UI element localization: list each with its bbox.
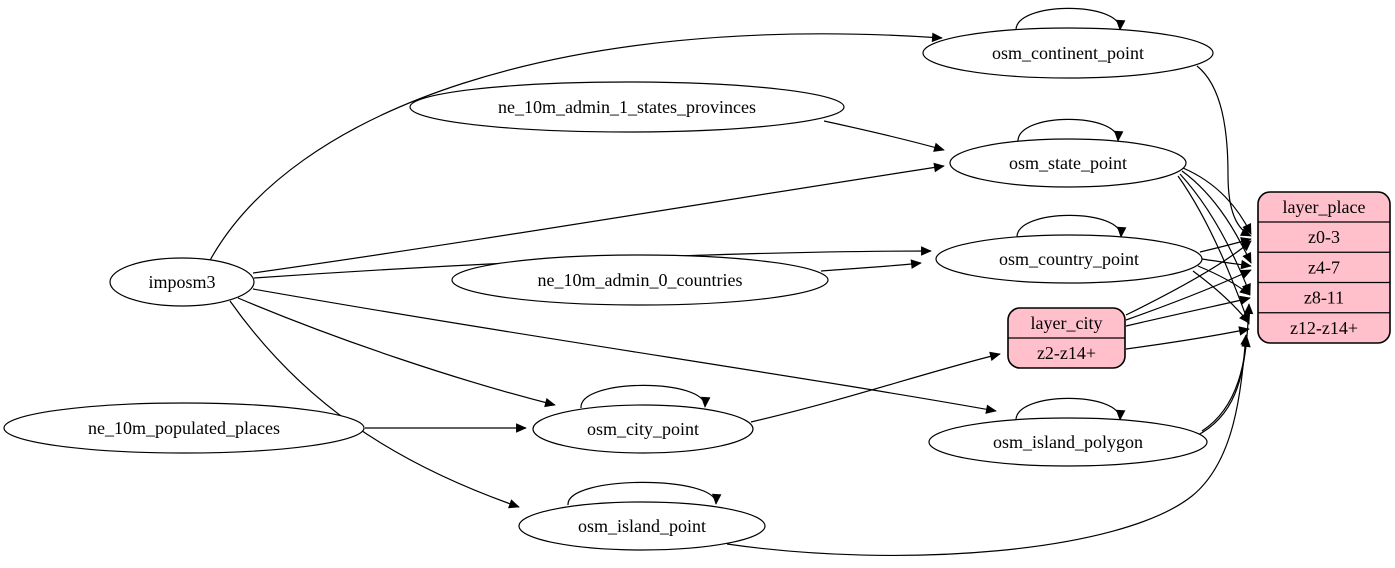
table-ellipse xyxy=(451,254,829,306)
record-title: layer_city xyxy=(1031,313,1103,333)
edge-osm_country_point-to-layer_place-z0-3 xyxy=(1199,237,1252,253)
edge-osm_island_point-to-layer_place-z12-z14+ xyxy=(726,334,1250,557)
node-ne_10m_admin_1_states_provinces: ne_10m_admin_1_states_provinces xyxy=(409,81,845,133)
table-ellipse xyxy=(928,417,1208,467)
self-loop-osm_city_point xyxy=(580,384,711,409)
edge-osm_state_point-to-layer_place-z8-11 xyxy=(1179,173,1251,295)
edge-ne_10m_admin_1_states_provinces-to-osm_state_point xyxy=(823,120,945,152)
edge-osm_continent_point-to-layer_place-z0-3 xyxy=(1196,65,1252,237)
record-row-z2-z14+: z2-z14+ xyxy=(1037,343,1096,363)
node-ne_10m_populated_places: ne_10m_populated_places xyxy=(3,402,365,454)
node-label: ne_10m_populated_places xyxy=(88,418,280,438)
table-ellipse xyxy=(935,234,1203,284)
edge-osm_city_point-to-layer_city-z2-z14+ xyxy=(750,351,1001,423)
edge-imposm3-to-osm_city_point xyxy=(237,297,556,408)
node-label: osm_state_point xyxy=(1009,153,1127,173)
edge-layer_city-to-layer_place-z12-z14+ xyxy=(1125,326,1250,350)
edge-layer_city-to-layer_place-z0-3 xyxy=(1125,240,1252,316)
node-label: osm_island_point xyxy=(578,516,706,536)
node-layer_place: layer_place z0-3 z4-7 z8-11 z12-z14+ xyxy=(1257,191,1391,344)
edge-osm_island_polygon-to-layer_place-z12-z14+ xyxy=(1195,336,1251,437)
edge-ne_10m_admin_0_countries-to-osm_country_point xyxy=(820,259,922,272)
node-osm_state_point: osm_state_point xyxy=(949,138,1187,188)
node-label: imposm3 xyxy=(148,272,215,292)
edge-layer_city-to-layer_place-z4-7 xyxy=(1125,269,1252,321)
edge-imposm3-to-osm_state_point xyxy=(252,162,945,274)
table-ellipse xyxy=(3,402,365,454)
self-loop-osm_island_polygon xyxy=(1015,397,1126,422)
node-osm_island_polygon: osm_island_polygon xyxy=(928,417,1208,467)
node-osm_city_point: osm_city_point xyxy=(532,404,754,454)
self-loop-osm_continent_point xyxy=(1015,7,1126,32)
node-label: ne_10m_admin_1_states_provinces xyxy=(498,97,756,117)
self-loop-osm_country_point xyxy=(1016,214,1127,239)
node-label: osm_island_polygon xyxy=(993,432,1143,452)
record-box xyxy=(1257,191,1391,344)
record-title: layer_place xyxy=(1283,197,1366,217)
node-label: osm_continent_point xyxy=(992,43,1144,63)
node-osm_country_point: osm_country_point xyxy=(935,234,1203,284)
table-ellipse xyxy=(109,257,255,307)
edge-imposm3-to-osm_continent_point xyxy=(207,32,943,265)
edge-osm_island_polygon-to-layer_place-z8-11 xyxy=(1201,303,1254,432)
record-row-z4-7: z4-7 xyxy=(1308,257,1340,277)
table-ellipse xyxy=(518,501,766,551)
self-loop-osm_state_point xyxy=(1017,118,1124,143)
edge-imposm3-to-osm_island_polygon xyxy=(252,288,997,414)
node-layer_city: layer_city z2-z14+ xyxy=(1007,307,1126,369)
table-ellipse xyxy=(922,27,1214,79)
record-row-z12-z14+: z12-z14+ xyxy=(1290,318,1358,338)
node-label: osm_country_point xyxy=(999,249,1139,269)
node-ne_10m_admin_0_countries: ne_10m_admin_0_countries xyxy=(451,254,829,306)
node-osm_continent_point: osm_continent_point xyxy=(922,27,1214,79)
nodes-layer: imposm3 ne_10m_admin_1_states_provincesne… xyxy=(3,27,1391,551)
edge-osm_state_point-to-layer_place-z12-z14+ xyxy=(1177,175,1251,325)
edge-osm_country_point-to-layer_place-z12-z14+ xyxy=(1192,270,1250,324)
node-imposm3: imposm3 xyxy=(109,257,255,307)
self-loop-osm_island_point xyxy=(567,481,722,506)
record-row-z0-3: z0-3 xyxy=(1308,227,1340,247)
node-label: ne_10m_admin_0_countries xyxy=(538,270,743,290)
node-osm_island_point: osm_island_point xyxy=(518,501,766,551)
table-ellipse xyxy=(409,81,845,133)
table-ellipse xyxy=(532,404,754,454)
edge-osm_country_point-to-layer_place-z4-7 xyxy=(1201,258,1252,270)
table-ellipse xyxy=(949,138,1187,188)
record-row-z8-11: z8-11 xyxy=(1304,288,1344,308)
edge-osm_country_point-to-layer_place-z8-11 xyxy=(1197,265,1251,296)
edge-imposm3-to-osm_island_point xyxy=(229,300,520,509)
node-label: osm_city_point xyxy=(587,419,699,439)
edge-osm_state_point-to-layer_place-z0-3 xyxy=(1182,167,1252,235)
edge-osm_state_point-to-layer_place-z4-7 xyxy=(1181,170,1252,264)
edge-layer_city-to-layer_place-z8-11 xyxy=(1125,295,1251,327)
